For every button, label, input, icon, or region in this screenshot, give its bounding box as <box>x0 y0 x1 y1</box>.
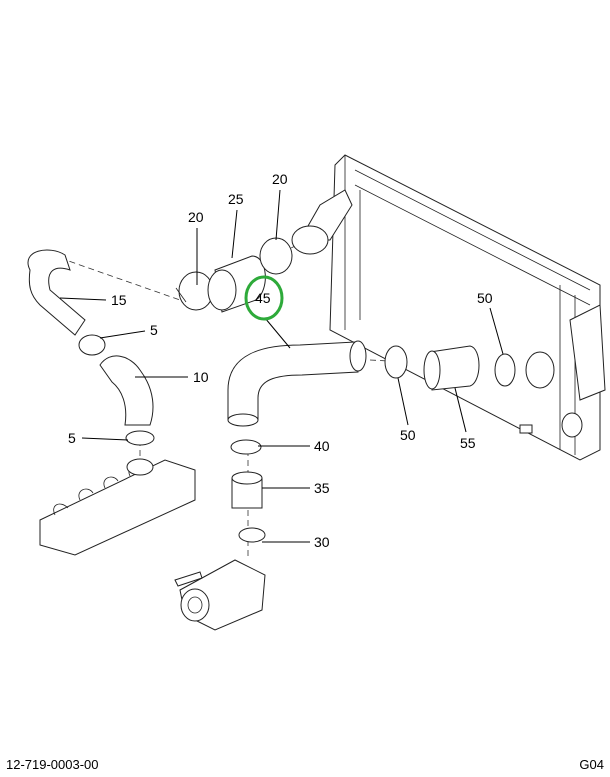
callout-50-right[interactable]: 50 <box>477 290 493 306</box>
clamp-20-right <box>259 237 293 275</box>
clamp-40 <box>230 439 262 455</box>
callout-25[interactable]: 25 <box>228 191 244 207</box>
exhaust-manifold <box>39 458 196 556</box>
radiator-assembly <box>291 154 606 461</box>
clamp-30 <box>238 527 266 543</box>
callout-10[interactable]: 10 <box>193 369 209 385</box>
sheet-code: G04 <box>579 757 604 772</box>
callout-5-lower[interactable]: 5 <box>68 430 76 446</box>
callout-15[interactable]: 15 <box>111 292 127 308</box>
clamp-5-upper <box>78 334 106 356</box>
drawing-number: 12-719-0003-00 <box>6 757 99 772</box>
hose-15 <box>27 249 86 336</box>
callout-45[interactable]: 45 <box>255 290 271 306</box>
hose-10 <box>99 355 154 426</box>
clamp-20-left <box>175 271 214 311</box>
callout-20-right[interactable]: 20 <box>272 171 288 187</box>
highlight-circle <box>244 275 284 321</box>
clamp-50-left <box>384 345 408 379</box>
callout-20-left[interactable]: 20 <box>188 209 204 225</box>
callout-5-upper[interactable]: 5 <box>150 322 158 338</box>
leader-lines <box>59 189 504 543</box>
callout-55[interactable]: 55 <box>460 435 476 451</box>
fitting-35 <box>231 471 263 509</box>
turbocharger <box>174 559 266 631</box>
callout-30[interactable]: 30 <box>314 534 330 550</box>
callout-50-left[interactable]: 50 <box>400 427 416 443</box>
hose-45 <box>227 340 367 427</box>
clamp-5-lower <box>125 430 155 446</box>
hose-25 <box>207 255 266 313</box>
callout-35[interactable]: 35 <box>314 480 330 496</box>
callout-40[interactable]: 40 <box>314 438 330 454</box>
hose-55 <box>423 345 480 391</box>
clamp-50-right <box>494 353 516 387</box>
